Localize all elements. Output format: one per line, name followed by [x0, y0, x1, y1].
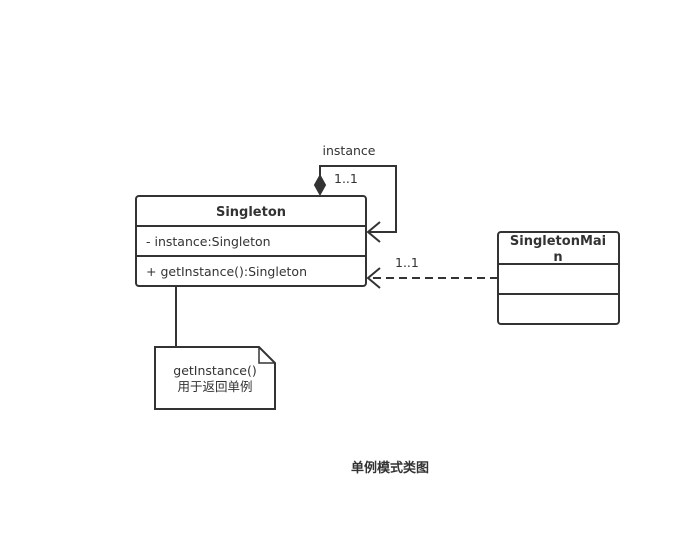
- note-fold-icon: [258, 347, 275, 364]
- class-name-line2: n: [553, 250, 562, 265]
- dependency-arrow[interactable]: [366, 267, 498, 289]
- class-singleton-main[interactable]: [497, 231, 620, 325]
- note[interactable]: [154, 286, 276, 410]
- note-text-line2: 用于返回单例: [177, 379, 252, 394]
- class-singleton[interactable]: [135, 195, 367, 287]
- class-attribute: - instance:Singleton: [146, 234, 271, 249]
- class-name-line1: SingletonMai: [510, 234, 606, 249]
- arrowhead-icon: [366, 267, 381, 289]
- note-text-line1: getInstance(): [173, 363, 256, 378]
- arrowhead-icon: [366, 221, 381, 243]
- self-composition-association[interactable]: [313, 165, 397, 243]
- role-label: instance: [323, 143, 376, 158]
- diagram-title: 单例模式类图: [351, 460, 429, 476]
- class-operation: + getInstance():Singleton: [146, 264, 307, 279]
- multiplicity-label: 1..1: [395, 255, 419, 270]
- multiplicity-label: 1..1: [334, 171, 358, 186]
- composition-diamond-icon: [313, 173, 327, 197]
- class-name: Singleton: [216, 205, 286, 220]
